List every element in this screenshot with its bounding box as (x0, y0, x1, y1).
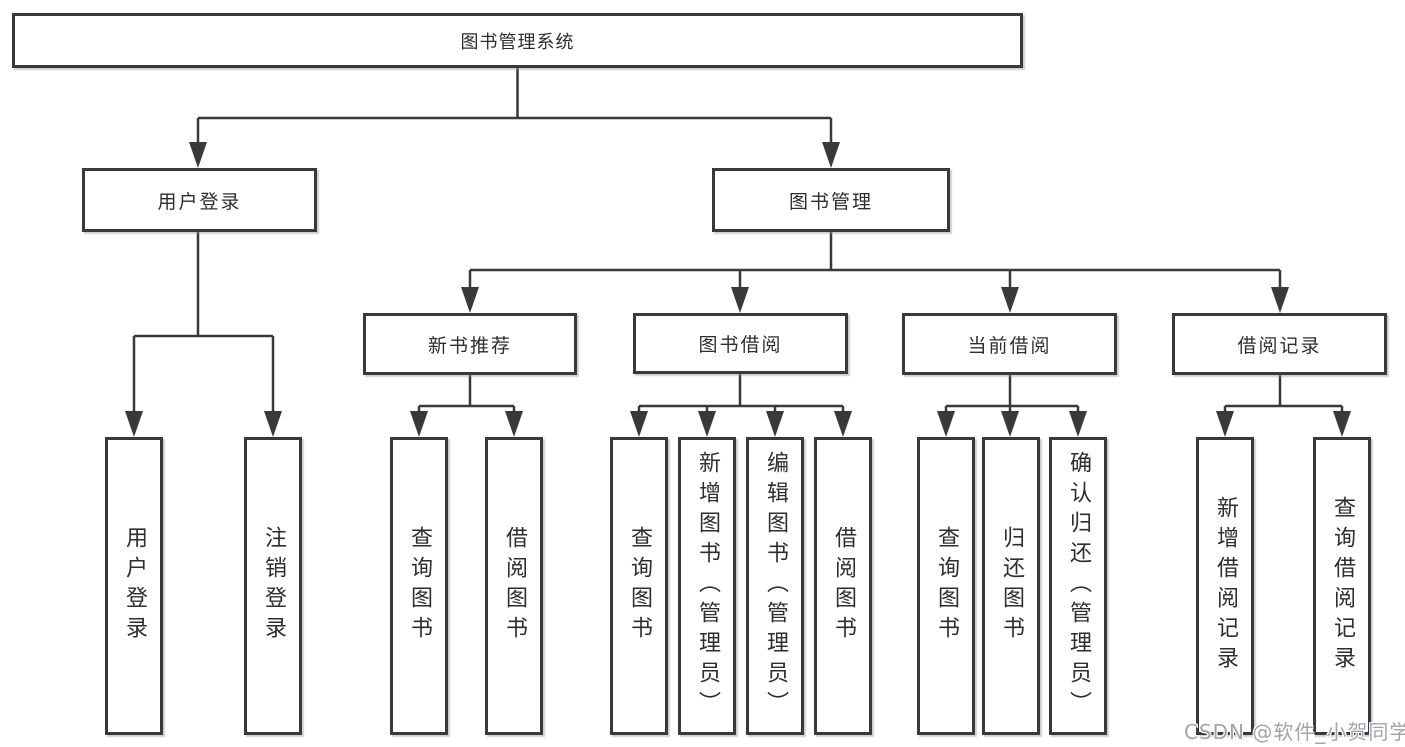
leaf-add-borrow-record: 新增借阅记录 (1196, 437, 1254, 735)
node-root-system: 图书管理系统 (12, 13, 1023, 68)
node-borrowing-records: 借阅记录 (1172, 313, 1387, 375)
leaf-borrow-books-recommend: 借阅图书 (485, 437, 543, 735)
node-current-borrowing: 当前借阅 (902, 313, 1117, 375)
node-user-login-module: 用户登录 (82, 168, 317, 232)
leaf-return-books: 归还图书 (982, 437, 1040, 735)
leaf-confirm-return-admin: 确认归还（管理员） (1049, 437, 1107, 735)
leaf-query-books-current: 查询图书 (917, 437, 975, 735)
leaf-user-login: 用户登录 (105, 437, 163, 735)
node-book-borrowing: 图书借阅 (633, 313, 848, 374)
leaf-edit-books-admin: 编辑图书（管理员） (746, 437, 804, 735)
leaf-query-borrow-record: 查询借阅记录 (1313, 437, 1371, 735)
node-book-management-module: 图书管理 (712, 168, 950, 232)
node-new-book-recommend: 新书推荐 (363, 313, 577, 375)
leaf-query-books-recommend: 查询图书 (390, 437, 448, 735)
leaf-borrow-books: 借阅图书 (814, 437, 872, 735)
csdn-watermark: CSDN @软件_小贺同学 (1184, 720, 1405, 744)
leaf-add-books-admin: 新增图书（管理员） (678, 437, 736, 735)
leaf-logout: 注销登录 (244, 437, 302, 735)
leaf-query-books-borrowing: 查询图书 (610, 437, 668, 735)
